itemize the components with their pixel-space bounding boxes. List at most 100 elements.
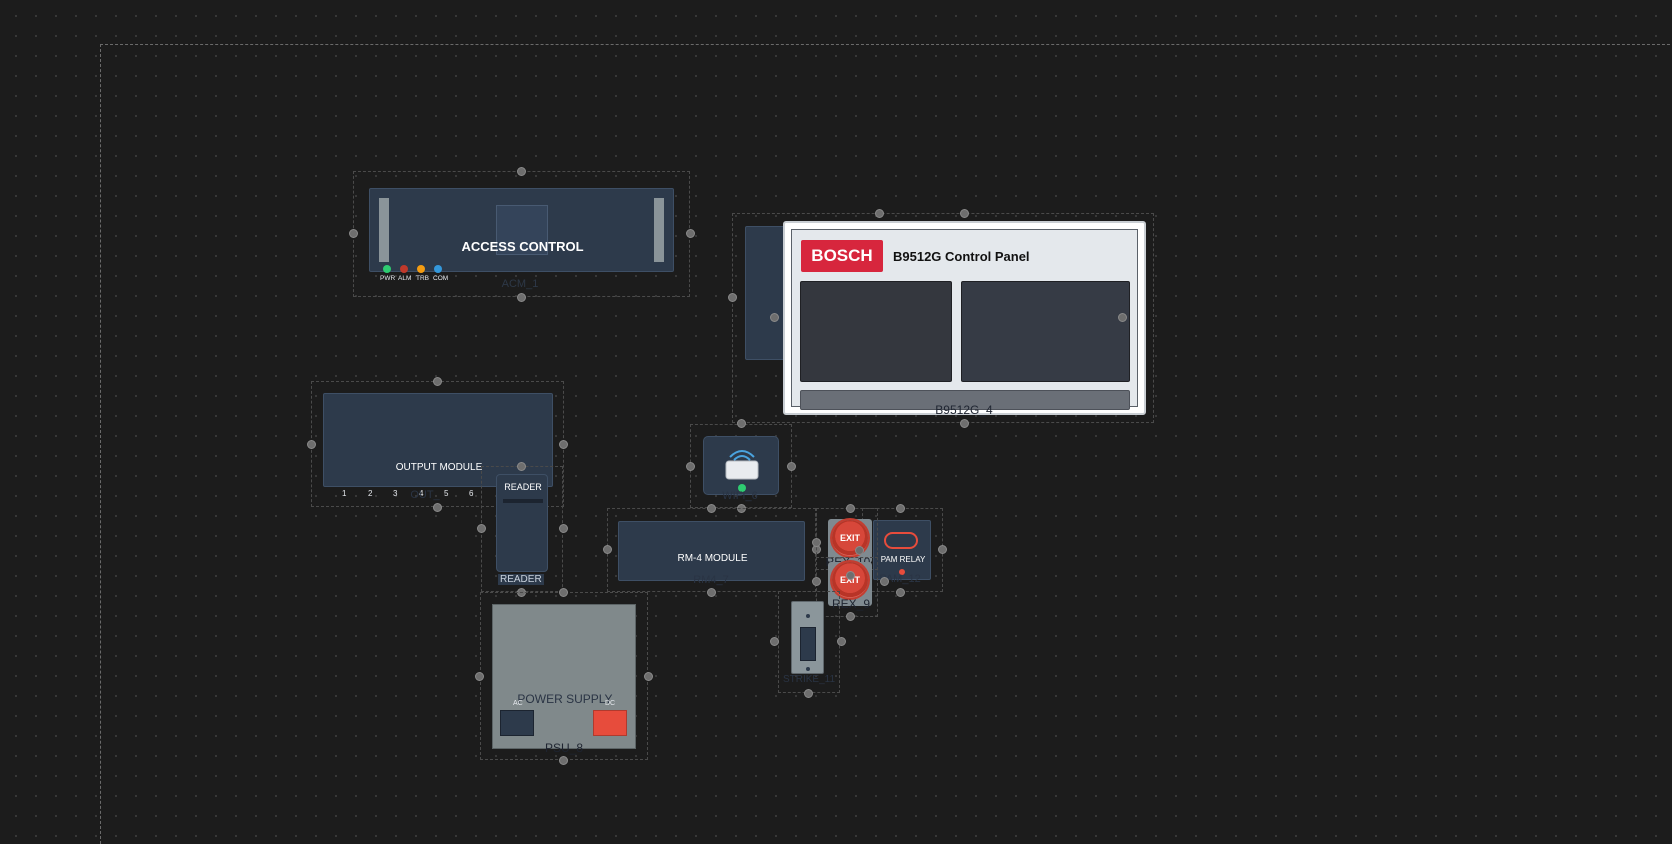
control-panel-handle-left-inner[interactable] bbox=[770, 313, 779, 322]
access-control-led-trb-label: TRB bbox=[416, 275, 429, 282]
output-terminal-1: 1 bbox=[342, 489, 347, 498]
access-control-led-pwr bbox=[383, 265, 391, 273]
wifi-icon bbox=[725, 450, 759, 480]
wifi-handle-top[interactable] bbox=[737, 419, 746, 428]
canvas-boundary bbox=[100, 44, 1672, 844]
rex10-handle-left[interactable] bbox=[812, 538, 821, 547]
access-control-led-alm-label: ALM bbox=[398, 275, 412, 282]
rm4-id-label: RM4_7 bbox=[693, 574, 729, 586]
pam-relay-handle-top[interactable] bbox=[896, 504, 905, 513]
output-terminal-3: 3 bbox=[393, 489, 398, 498]
strike-handle-left[interactable] bbox=[770, 637, 779, 646]
door-strike-slot bbox=[800, 627, 816, 661]
power-supply-handle-bottom[interactable] bbox=[559, 756, 568, 765]
door-strike-id-label: STRIKE_11 bbox=[782, 674, 836, 685]
power-supply-title: POWER SUPPLY bbox=[517, 692, 613, 706]
power-supply-ac-terminal[interactable] bbox=[500, 710, 534, 736]
door-strike-screw-top bbox=[806, 614, 810, 618]
rex9-handle-top[interactable] bbox=[846, 571, 855, 580]
reader-id-label: READER bbox=[498, 574, 544, 585]
wifi-handle-left[interactable] bbox=[686, 462, 695, 471]
power-supply-handle-top[interactable] bbox=[559, 588, 568, 597]
access-control-module[interactable]: ACCESS CONTROL PWR ALM TRB COM bbox=[369, 188, 674, 282]
output-module[interactable]: OUTPUT MODULE bbox=[323, 393, 553, 487]
output-module-handle-top[interactable] bbox=[433, 377, 442, 386]
rm4-handle-bottom[interactable] bbox=[707, 588, 716, 597]
control-panel-handle-left[interactable] bbox=[728, 293, 737, 302]
reader-handle-left[interactable] bbox=[477, 524, 486, 533]
access-control-rail-left bbox=[379, 198, 389, 262]
power-supply-handle-right[interactable] bbox=[644, 672, 653, 681]
reader-handle-top[interactable] bbox=[517, 462, 526, 471]
power-supply-dc-terminal[interactable] bbox=[593, 710, 627, 736]
control-panel-terminal-strip bbox=[800, 390, 1130, 410]
power-supply-id-label: PSU_8 bbox=[544, 741, 584, 755]
rm4-title: RM-4 MODULE bbox=[677, 553, 748, 564]
access-control-led-com-label: COM bbox=[433, 275, 449, 282]
rm4-module[interactable]: RM-4 MODULE bbox=[618, 521, 805, 581]
control-panel-backplate bbox=[745, 226, 785, 360]
output-terminal-2: 2 bbox=[368, 489, 373, 498]
access-control-handle-bottom[interactable] bbox=[517, 293, 526, 302]
access-control-handle-left[interactable] bbox=[349, 229, 358, 238]
rex10-handle-center[interactable] bbox=[855, 546, 864, 555]
rex9-id-label: REX_9 bbox=[831, 597, 871, 611]
rex9-handle-right[interactable] bbox=[880, 577, 889, 586]
power-supply-ac-label: AC bbox=[513, 700, 523, 707]
output-terminal-6: 6 bbox=[469, 489, 474, 498]
control-panel[interactable]: BOSCH B9512G Control Panel bbox=[783, 221, 1146, 415]
access-control-handle-top[interactable] bbox=[517, 167, 526, 176]
access-control-led-com bbox=[434, 265, 442, 273]
rex9-handle-left[interactable] bbox=[812, 577, 821, 586]
output-terminal-5: 5 bbox=[444, 489, 449, 498]
pam-relay-led bbox=[899, 569, 905, 575]
door-strike[interactable] bbox=[791, 601, 824, 674]
wifi-module-id-label: WIFI_6 bbox=[722, 490, 758, 502]
rex9-exit-button[interactable]: EXIT bbox=[832, 562, 868, 598]
rm4-handle-top[interactable] bbox=[707, 504, 716, 513]
reader-slot bbox=[503, 499, 543, 503]
reader[interactable]: READER bbox=[496, 474, 548, 572]
access-control-led-trb bbox=[417, 265, 425, 273]
power-supply-handle-left[interactable] bbox=[475, 672, 484, 681]
pam-relay-handle-right[interactable] bbox=[938, 545, 947, 554]
pam-relay-title: PAM RELAY bbox=[880, 555, 926, 564]
pam-relay-handle-bottom[interactable] bbox=[896, 588, 905, 597]
rex9-handle-bottom[interactable] bbox=[846, 612, 855, 621]
wifi-handle-right[interactable] bbox=[787, 462, 796, 471]
control-panel-handle-top-b[interactable] bbox=[960, 209, 969, 218]
control-panel-screen-left bbox=[800, 281, 952, 382]
pam-relay[interactable]: PAM RELAY bbox=[873, 520, 931, 580]
access-control-title: ACCESS CONTROL bbox=[461, 239, 584, 254]
access-control-rail-right bbox=[654, 198, 664, 262]
access-control-led-pwr-label: PWR bbox=[380, 275, 396, 282]
strike-handle-bottom[interactable] bbox=[804, 689, 813, 698]
access-control-handle-right[interactable] bbox=[686, 229, 695, 238]
power-supply[interactable]: POWER SUPPLY AC DC bbox=[492, 604, 636, 749]
bosch-logo: BOSCH bbox=[801, 240, 883, 272]
rex10-handle-top[interactable] bbox=[846, 504, 855, 513]
pam-relay-id-label: PAM_12 bbox=[879, 573, 921, 585]
door-strike-screw-bottom bbox=[806, 667, 810, 671]
pam-relay-indicator bbox=[884, 532, 918, 549]
strike-handle-right[interactable] bbox=[837, 637, 846, 646]
control-panel-id-label: B9512G_4 bbox=[935, 403, 993, 417]
control-panel-handle-top-a[interactable] bbox=[875, 209, 884, 218]
reader-title: READER bbox=[504, 482, 542, 492]
control-panel-handle-bottom[interactable] bbox=[960, 419, 969, 428]
access-control-led-alm bbox=[400, 265, 408, 273]
wifi-status-led bbox=[738, 484, 746, 492]
output-module-id-label: OUT_ bbox=[410, 489, 440, 501]
control-panel-title: B9512G Control Panel bbox=[893, 249, 1030, 264]
wifi-module[interactable] bbox=[703, 436, 779, 495]
output-module-handle-bottom[interactable] bbox=[433, 503, 442, 512]
rm4-handle-left[interactable] bbox=[603, 545, 612, 554]
output-module-handle-right[interactable] bbox=[559, 440, 568, 449]
power-supply-dc-label: DC bbox=[605, 700, 616, 707]
control-panel-screen-right bbox=[961, 281, 1130, 382]
reader-handle-right[interactable] bbox=[559, 524, 568, 533]
output-module-title: OUTPUT MODULE bbox=[395, 462, 483, 473]
control-panel-handle-right[interactable] bbox=[1118, 313, 1127, 322]
output-module-handle-left[interactable] bbox=[307, 440, 316, 449]
access-control-id-label: ACM_1 bbox=[501, 278, 539, 290]
